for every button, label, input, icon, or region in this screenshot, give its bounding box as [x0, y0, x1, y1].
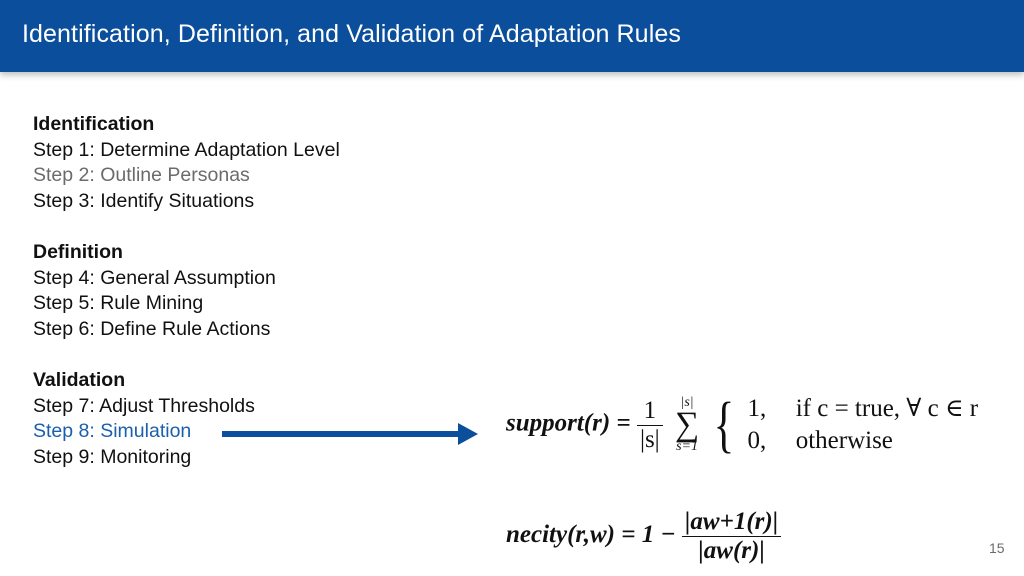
step-5: Step 5: Rule Mining [33, 292, 204, 315]
step-3: Step 3: Identify Situations [33, 189, 255, 212]
steps-list: Identification Step 1: Determine Adaptat… [33, 112, 340, 470]
necity-frac-den: |aw(r)| [681, 536, 782, 565]
case-row-2: 0, otherwise [747, 425, 978, 457]
case2-condition: otherwise [795, 427, 893, 454]
sum-symbol: |s| ∑ s=1 [675, 396, 699, 454]
cases: 1, if c = true, ∀ c ∈ r 0, otherwise [747, 393, 978, 457]
section-heading-validation: Validation [33, 368, 126, 391]
support-frac-num: 1 [643, 396, 657, 424]
support-formula: support(r) = 1 |s| |s| ∑ s=1 { 1, if c =… [506, 393, 978, 457]
necity-formula: necity(r,w) = 1 − |aw+1(r)| |aw(r)| [506, 508, 782, 565]
sigma-icon: ∑ [674, 406, 700, 443]
support-lhs: support(r) = [506, 409, 631, 437]
section-heading-identification: Identification [33, 113, 155, 135]
necity-frac-num: |aw+1(r)| [684, 508, 779, 535]
step-1: Step 1: Determine Adaptation Level [33, 138, 340, 161]
step-9: Step 9: Monitoring [33, 445, 192, 468]
case-row-1: 1, if c = true, ∀ c ∈ r [747, 393, 978, 425]
support-fraction: 1 |s| [636, 396, 663, 454]
step-2: Step 2: Outline Personas [33, 164, 250, 187]
support-frac-den: |s| [636, 424, 663, 454]
arrow-right-icon [222, 423, 478, 445]
case1-condition: if c = true, ∀ c ∈ r [795, 395, 979, 422]
step-6: Step 6: Define Rule Actions [33, 317, 271, 340]
necity-lhs: necity(r,w) = 1 − [506, 521, 676, 549]
spacer [33, 342, 340, 368]
section-heading-definition: Definition [33, 240, 123, 263]
page-number: 15 [989, 540, 1005, 556]
step-4: Step 4: General Assumption [33, 266, 276, 289]
left-brace-icon: { [713, 391, 735, 459]
case1-value: 1, [747, 395, 767, 422]
title-bar: Identification, Definition, and Validati… [0, 0, 1024, 72]
slide-title: Identification, Definition, and Validati… [22, 20, 681, 48]
case2-value: 0, [747, 427, 767, 454]
step-8: Step 8: Simulation [33, 420, 192, 443]
sum-lower-limit: s=1 [676, 439, 699, 454]
sum-upper-limit: |s| [680, 395, 694, 410]
spacer [33, 214, 340, 240]
step-7: Step 7: Adjust Thresholds [33, 394, 255, 417]
necity-fraction: |aw+1(r)| |aw(r)| [681, 508, 782, 565]
